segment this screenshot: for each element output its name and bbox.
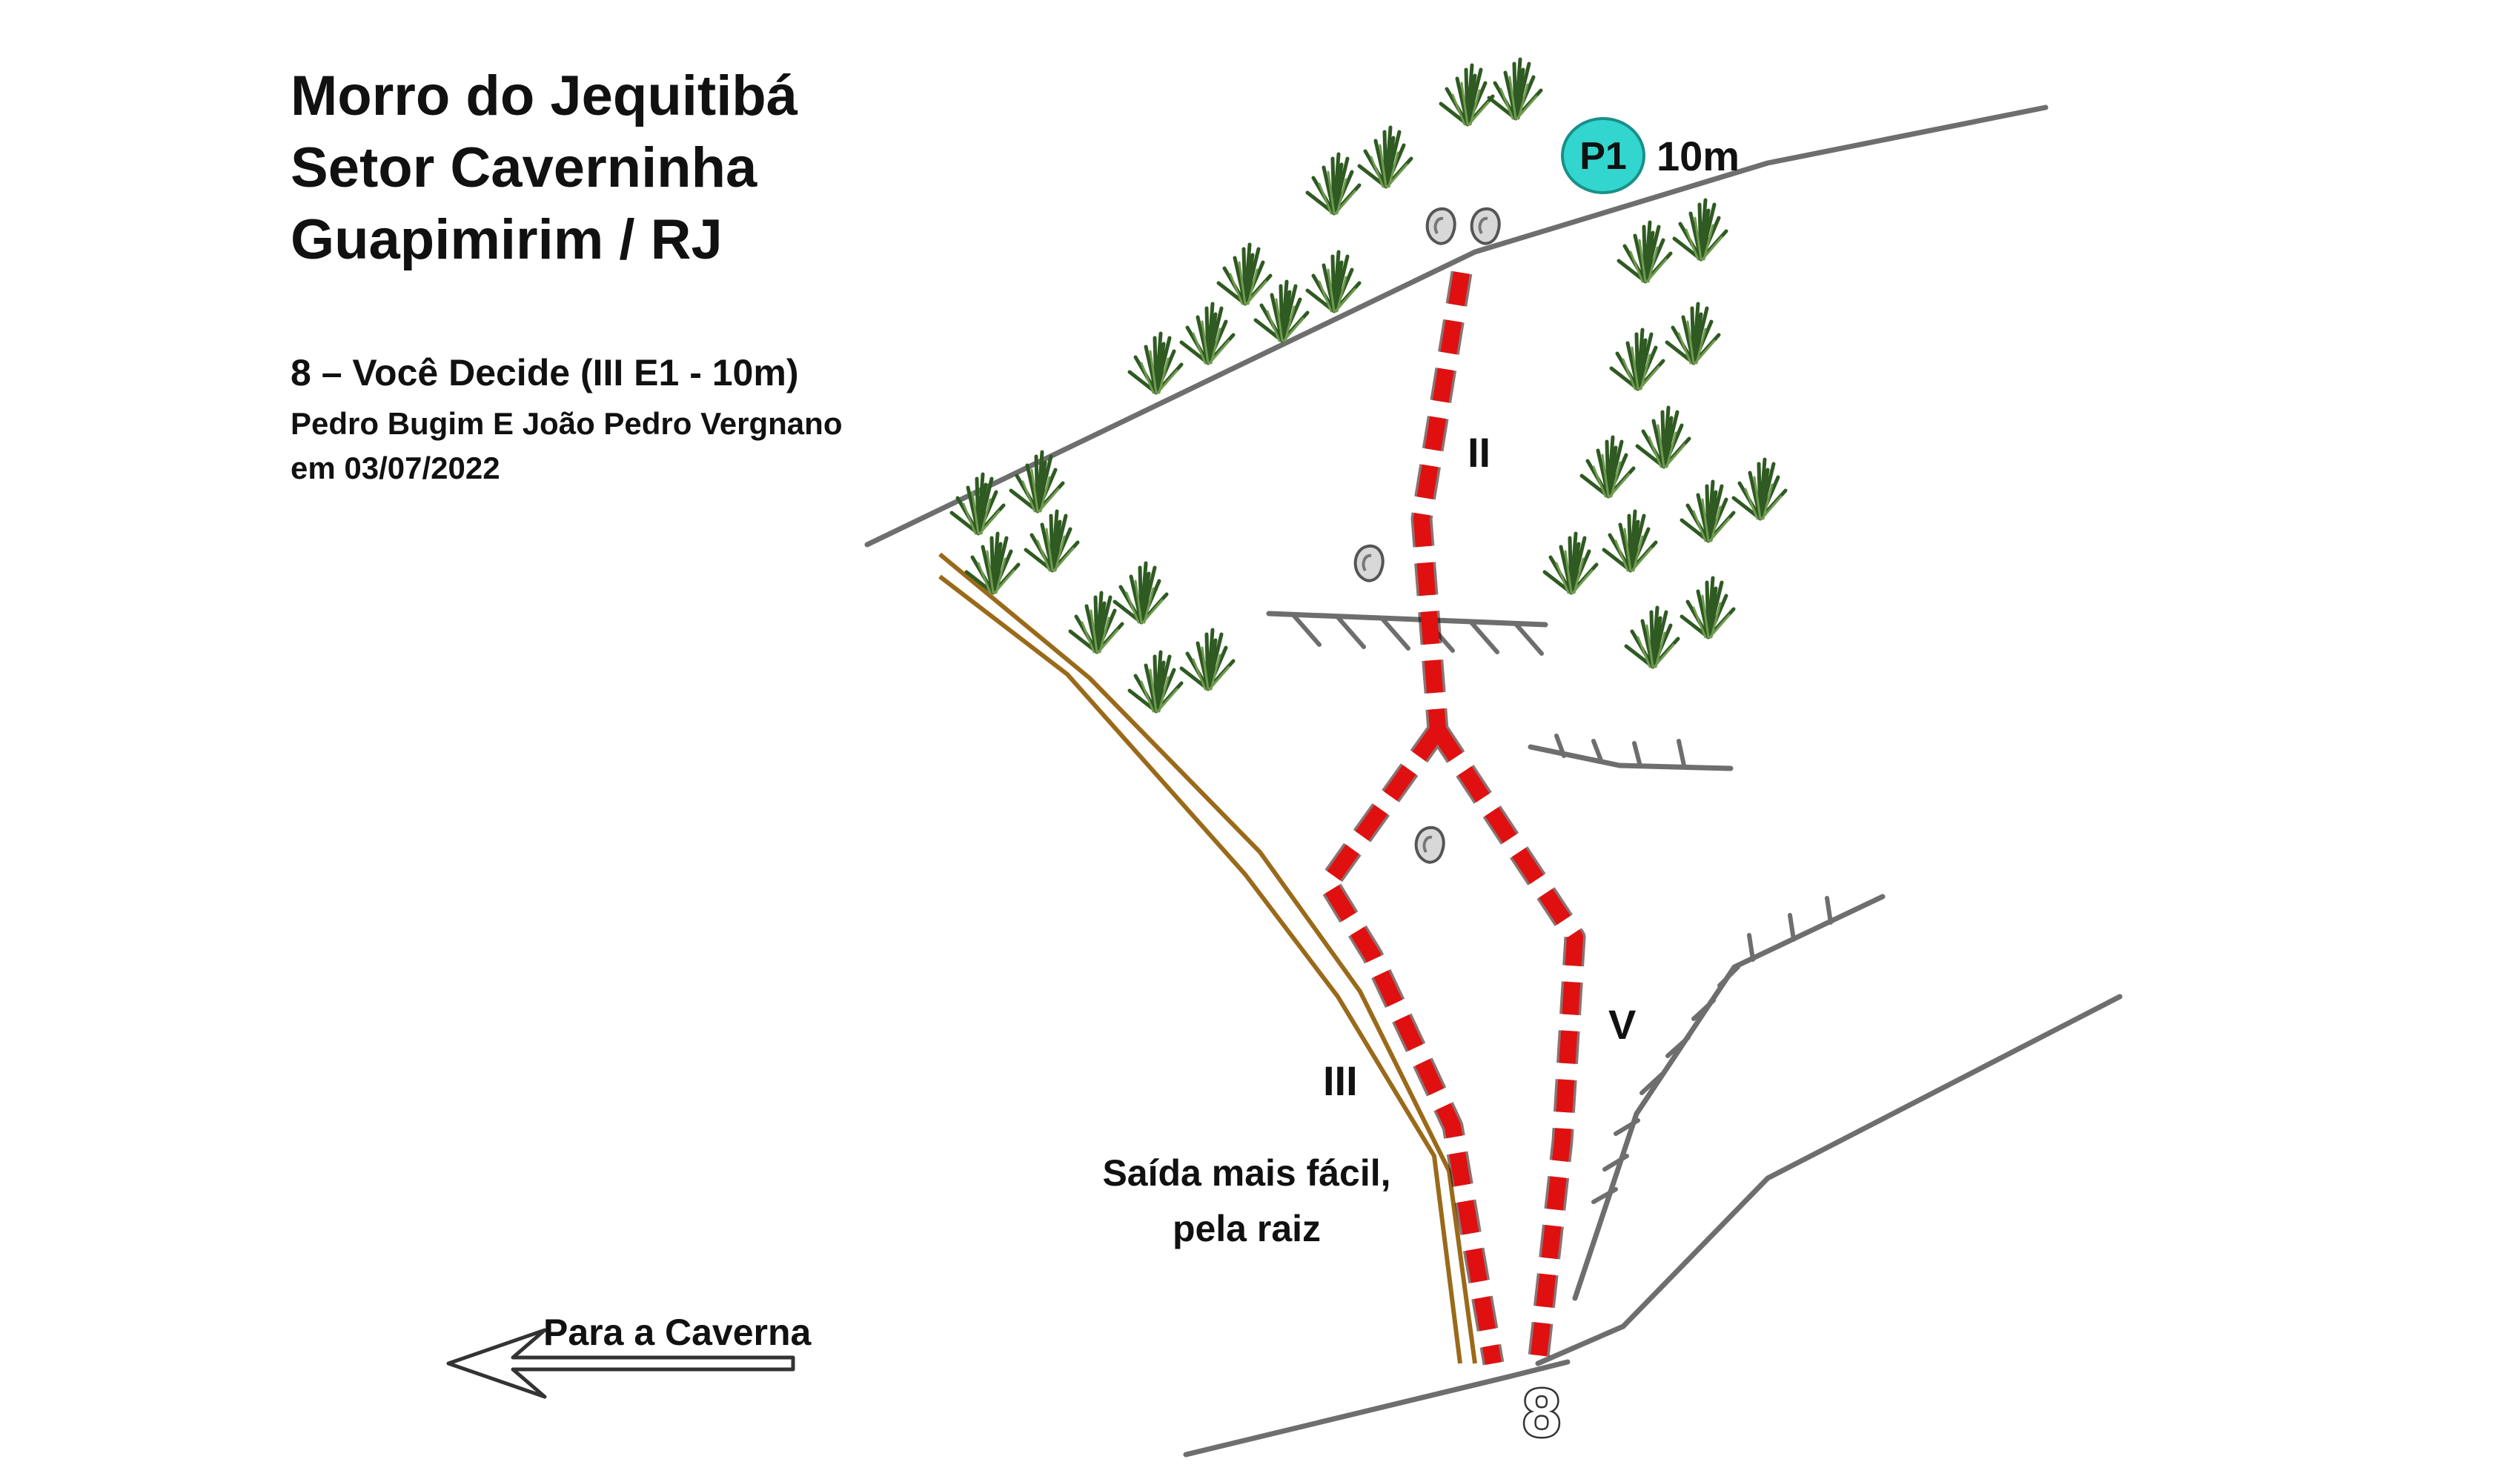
anchor-height: 10m xyxy=(1657,133,1740,179)
ground-line xyxy=(1183,1359,1571,1458)
exit-note-line2: pela raiz xyxy=(1173,1208,1321,1249)
anchor-label: P1 xyxy=(1579,135,1627,178)
right-dihedral xyxy=(1572,894,1886,1301)
bolt-icon-lower xyxy=(1414,825,1445,864)
grade-upper: II xyxy=(1468,429,1491,476)
route-number: 8 xyxy=(1522,1375,1560,1451)
overhang-mark-upper xyxy=(1266,611,1548,656)
anchor-badge: P1 xyxy=(1561,117,1645,194)
ascent-date: em 03/07/2022 xyxy=(291,451,500,485)
route-name: 8 – Você Decide (III E1 - 10m) xyxy=(291,352,798,393)
grade-right: V xyxy=(1608,1001,1636,1048)
top-ledge-line xyxy=(864,104,2049,548)
first-ascent: Pedro Bugim E João Pedro Vergnano xyxy=(291,406,842,441)
exit-note-line1: Saída mais fácil, xyxy=(1102,1152,1390,1194)
bolt-icon-upper xyxy=(1353,544,1385,582)
overhang-mark-right xyxy=(1528,734,1734,771)
location-name: Guapimirim / RJ xyxy=(291,208,723,271)
anchor-bolts-icon xyxy=(1425,207,1501,245)
to-cave-label: Para a Caverna xyxy=(543,1312,812,1353)
route-line xyxy=(1317,270,1586,1366)
grade-left: III xyxy=(1323,1057,1358,1104)
sector-name: Setor Caverninha xyxy=(291,136,757,199)
to-cave-arrow-icon xyxy=(446,1328,795,1399)
topo-title: Morro do Jequitibá xyxy=(291,64,798,127)
lower-slab-outline xyxy=(1535,994,2123,1366)
root-line xyxy=(938,552,1477,1364)
